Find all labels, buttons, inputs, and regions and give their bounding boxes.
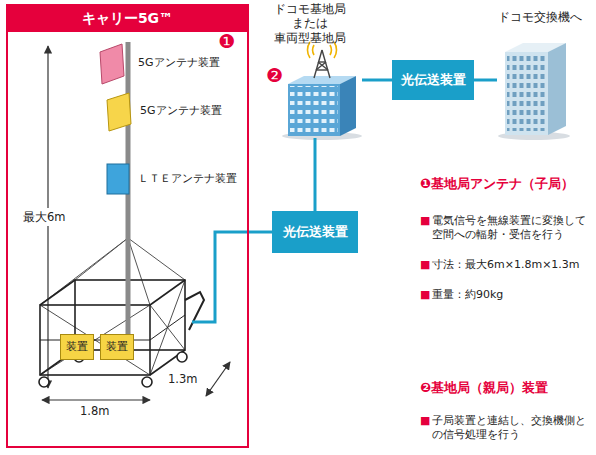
base-station-building <box>282 76 362 140</box>
dimension-arrow <box>42 46 230 400</box>
exchange-building <box>507 55 546 131</box>
wheel <box>142 377 152 387</box>
bullet: ■ <box>420 258 430 272</box>
fiber-wire <box>192 232 248 322</box>
radio-tower <box>316 69 328 70</box>
exchange-building <box>498 43 570 140</box>
exchange-building <box>548 43 566 135</box>
guy-wire <box>40 238 185 305</box>
equipment-box: 装置 <box>100 334 134 360</box>
description: 寸法：最大6m×1.8m×1.3m <box>432 258 580 272</box>
description: 電気信号を無線装置に変換して空間への輻射・受信を行う <box>432 214 589 242</box>
antenna-lte <box>107 164 129 194</box>
optical-transmitter: 光伝送装置 <box>272 211 358 253</box>
guy-wire <box>128 238 150 305</box>
antenna-5g <box>100 44 124 84</box>
radio-tower <box>307 42 336 78</box>
base-station-building <box>340 76 356 136</box>
radio-tower <box>316 62 326 70</box>
base-station-building <box>288 84 340 136</box>
bullet: ■ <box>420 414 430 428</box>
fiber-connector <box>362 79 392 82</box>
dimension: 1.8m <box>80 404 110 418</box>
box-label: 装置 <box>106 340 128 354</box>
description: 子局装置と連結し、交換機側との信号処理を行う <box>432 414 589 442</box>
bullet: ■ <box>420 214 430 228</box>
dimension: 1.3m <box>168 372 198 386</box>
section-heading: ❶基地局アンテナ（子局） <box>420 176 574 192</box>
callout-number: ❷ <box>266 64 283 88</box>
antenna-5g <box>107 93 131 131</box>
equipment-box: 装置 <box>60 334 94 360</box>
guy-wire <box>75 238 128 280</box>
dimension-arrow <box>206 362 230 396</box>
cart-frame <box>40 280 204 375</box>
fiber-wire <box>192 232 248 322</box>
cart-frame <box>40 280 75 305</box>
wheel <box>177 352 187 362</box>
fiber-connector <box>474 79 497 82</box>
mast <box>126 42 131 352</box>
guy-wire <box>128 238 185 280</box>
antenna-5g <box>107 93 131 131</box>
antenna-5g <box>100 44 124 84</box>
site-label: ドコモ交換機へ <box>497 8 583 24</box>
radio-tower <box>330 45 331 55</box>
radio-tower <box>313 45 314 55</box>
radio-tower <box>318 62 328 70</box>
optical-transmitter: 光伝送装置 <box>392 60 474 100</box>
frame-title: キャリー5G™ <box>8 6 247 32</box>
cart-frame <box>40 305 150 375</box>
mast <box>128 42 129 352</box>
exchange-building <box>505 52 548 135</box>
base-station-building <box>290 86 338 134</box>
wheel <box>39 377 49 387</box>
part-name: ＬＴＥアンテナ装置 <box>138 172 237 186</box>
description: 重量：約90kg <box>432 288 503 302</box>
callout-number: ❶ <box>218 30 235 54</box>
box-label: 装置 <box>66 340 88 354</box>
cart-frame <box>40 305 150 375</box>
dimension: 最大6m <box>22 208 67 226</box>
site-label: ドコモ基地局 または 車両型基地局 <box>258 0 362 45</box>
fiber-connector <box>249 231 272 234</box>
section-heading: ❷基地局（親局）装置 <box>420 380 548 396</box>
bullet: ■ <box>420 288 430 302</box>
box-label: 光伝送装置 <box>283 223 348 241</box>
cart-frame <box>150 280 185 305</box>
box-label: 光伝送装置 <box>401 71 466 89</box>
cart-frame <box>40 305 150 375</box>
part-name: 5Gアンテナ装置 <box>138 56 220 70</box>
fiber-connector <box>314 138 317 211</box>
guy-wire <box>40 238 128 305</box>
dimension-arrow <box>42 399 150 400</box>
part-name: 5Gアンテナ装置 <box>140 104 222 118</box>
antenna-lte <box>107 164 129 194</box>
cart-frame <box>185 292 204 330</box>
exchange: ドコモ交換機へ <box>497 8 583 138</box>
